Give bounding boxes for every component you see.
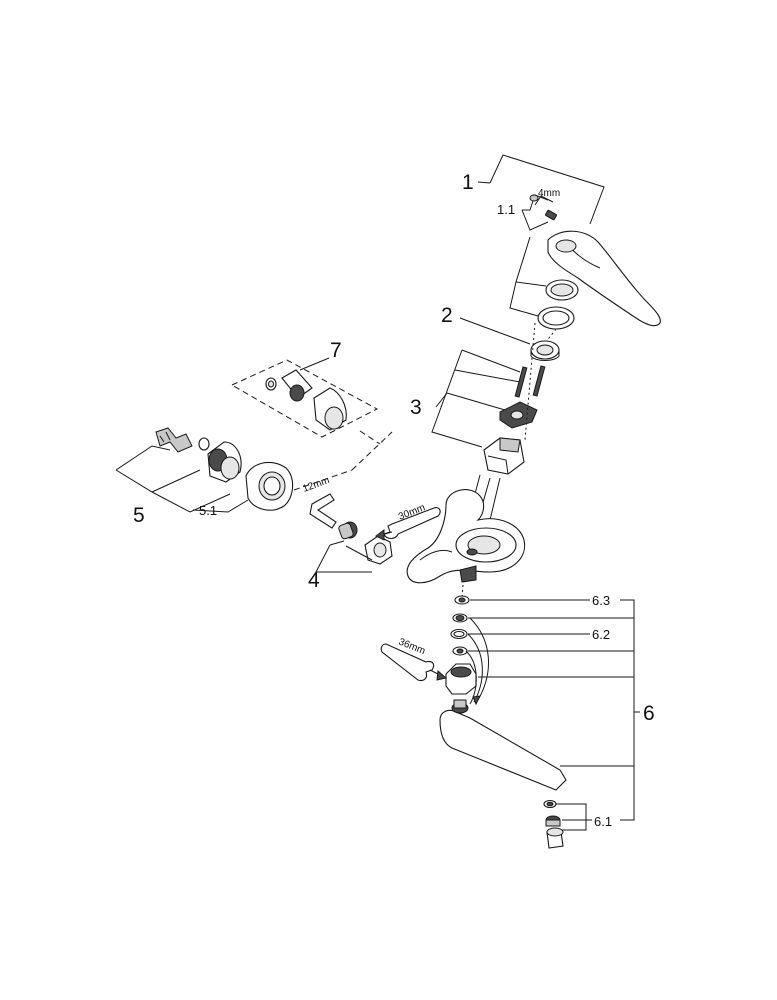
part-5-connection-set [115, 427, 393, 513]
hex-key-12-tool: 12mm [301, 475, 337, 529]
wrench-30-tool: 30mm [375, 502, 441, 541]
label-1-1: 1.1 [497, 202, 515, 217]
label-6: 6 [643, 702, 655, 725]
part-7-extension-set [230, 357, 381, 445]
label-6-1: 6.1 [594, 814, 612, 829]
part-2-cover-ring [459, 317, 560, 361]
label-7: 7 [330, 339, 342, 362]
label-6-3: 6.3 [592, 593, 610, 608]
label-5-1: 5.1 [199, 503, 217, 518]
wrench-36-tool: 36mm [380, 637, 448, 682]
part-4-union [315, 521, 393, 573]
label-1: 1 [462, 171, 474, 194]
hex-key-12-label: 12mm [301, 475, 331, 495]
label-6-2: 6.2 [592, 627, 610, 642]
label-2: 2 [441, 304, 453, 327]
mixer-body [406, 474, 526, 599]
part-3-cartridge [431, 322, 546, 475]
part-1-lever-handle [477, 154, 661, 344]
hex-key-4-label: 4mm [538, 188, 560, 199]
part-6-spout-set [439, 595, 640, 849]
label-5: 5 [133, 504, 145, 527]
label-3: 3 [410, 396, 422, 419]
label-4: 4 [308, 569, 320, 592]
